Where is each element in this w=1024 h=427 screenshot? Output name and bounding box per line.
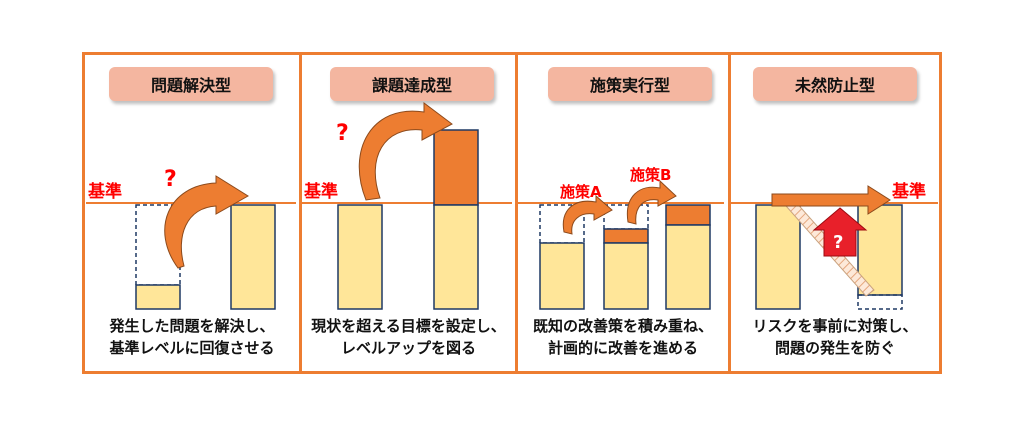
current-bar [755, 204, 801, 310]
recovery-arrow-icon [164, 175, 249, 269]
baseline-label: 基準 [303, 181, 338, 202]
panel-problem-solving: 問題解決型 発生した問題を解決し、 基準レベルに回復させる [85, 55, 299, 371]
step-b-increase [665, 204, 711, 226]
level-up-arrow-icon [358, 102, 453, 201]
panel-prevention: 未然防止型 リスクを事前に対策し、 問題の発生を防ぐ [728, 55, 939, 371]
measure-b-arrow-icon [626, 179, 677, 225]
prevention-arrow-icon [771, 185, 891, 215]
baseline-label: 基準 [891, 181, 926, 202]
measure-a-arrow-icon [562, 194, 613, 235]
panel-title: 課題達成型 [330, 67, 494, 101]
caption-line: 発生した問題を解決し、 [109, 317, 275, 335]
measure-b-label: 施策B [630, 166, 671, 184]
caption-line: レベルアップを図る [340, 339, 476, 357]
caption-line: 既知の改善策を積み重ね、 [532, 317, 713, 335]
step-a-increase [603, 228, 649, 244]
step-b-outline [603, 204, 649, 230]
caption-line: 現状を超える目標を設定し、 [311, 317, 506, 335]
diagram-frame: 問題解決型 発生した問題を解決し、 基準レベルに回復させる 課題達成型 現状を超… [82, 52, 942, 374]
caption-line: 基準レベルに回復させる [109, 339, 275, 357]
target-base-bar [433, 204, 479, 310]
target-increase-bar [433, 129, 479, 206]
panel-title: 施策実行型 [548, 67, 712, 101]
panel-caption: 既知の改善策を積み重ね、 計画的に改善を進める [518, 315, 728, 359]
baseline-label: 基準 [87, 181, 122, 202]
panel-caption: リスクを事前に対策し、 問題の発生を防ぐ [731, 315, 939, 359]
warning-up-arrow-icon [812, 207, 868, 257]
panel-measure-execution: 施策実行型 既知の改善策を積み重ね、 計画的に改善を進める [515, 55, 728, 371]
current-bar [337, 204, 383, 310]
panel-task-achievement: 課題達成型 現状を超える目標を設定し、 レベルアップを図る [299, 55, 515, 371]
panel-caption: 発生した問題を解決し、 基準レベルに回復させる [85, 315, 299, 359]
caption-line: 問題の発生を防ぐ [774, 339, 895, 357]
panel-title: 未然防止型 [753, 67, 917, 101]
dropped-bar [135, 284, 181, 310]
step-end-bar [665, 224, 711, 310]
avoided-drop-outline [857, 294, 903, 310]
step-start-bar [539, 242, 585, 310]
step-middle-bar [603, 242, 649, 310]
panel-caption: 現状を超える目標を設定し、 レベルアップを図る [302, 315, 515, 359]
question-mark: ? [833, 232, 843, 253]
recovered-bar [230, 204, 276, 310]
step-a-outline [539, 204, 585, 244]
panel-title: 問題解決型 [109, 67, 273, 101]
caption-line: リスクを事前に対策し、 [752, 317, 918, 335]
caption-line: 計画的に改善を進める [547, 339, 698, 357]
question-mark: ? [164, 167, 177, 192]
measure-a-label: 施策A [560, 183, 602, 201]
question-mark: ? [336, 121, 349, 146]
